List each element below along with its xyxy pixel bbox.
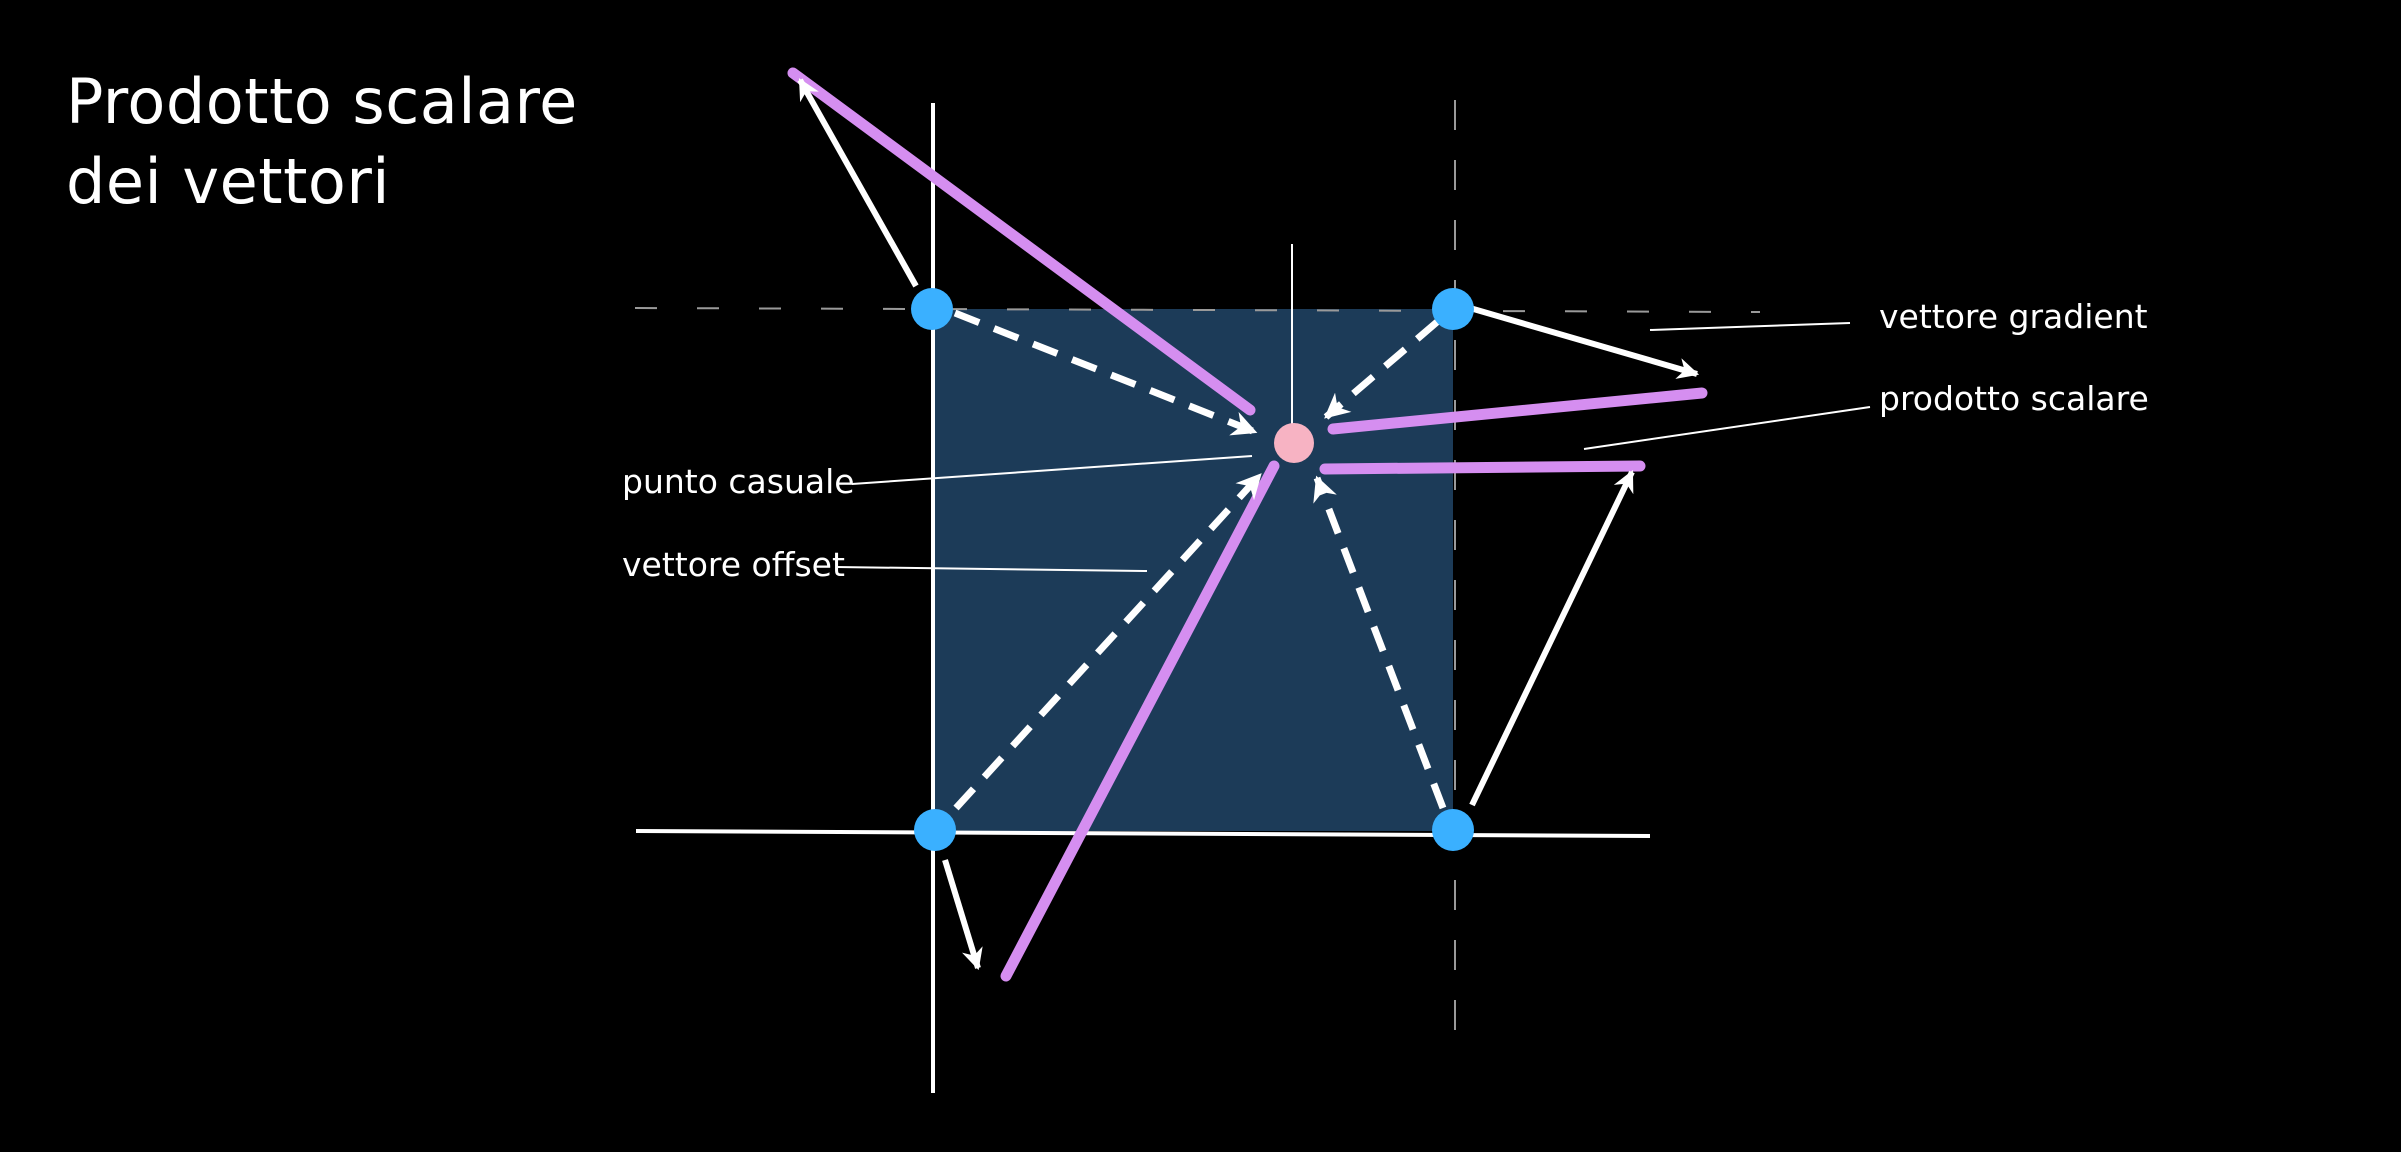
grid-point-bottom-right (1432, 809, 1474, 851)
gradient-vector-bottom-left (942, 859, 983, 971)
dot-product-line-top-left (787, 67, 1256, 416)
offset-vector-top-right (1323, 319, 1440, 420)
dot-product-line-top-right (1327, 387, 1708, 435)
leader-line-gradient (1649, 322, 1851, 331)
title-line-2: dei vettori (66, 145, 391, 218)
leader-line-random-point (851, 455, 1253, 485)
dot-product-line-bottom-left (1000, 460, 1280, 982)
grid-point-top-left (911, 288, 953, 330)
offset-vector-bottom-left (953, 472, 1263, 811)
grid-line-top (634, 307, 1761, 313)
grid-point-top-right (1432, 288, 1474, 330)
label-offset-vector: vettore offset (622, 545, 845, 584)
offset-vector-bottom-right (1313, 475, 1447, 810)
label-dot-product: prodotto scalare (1879, 379, 2149, 418)
title-line-1: Prodotto scalare (66, 65, 578, 138)
random-point (1274, 423, 1314, 463)
label-random-point: punto casuale (622, 462, 855, 501)
label-gradient-vector: vettore gradient (1879, 297, 2148, 336)
gradient-vector-bottom-right (1469, 470, 1635, 807)
gradient-vector-top-right (1469, 305, 1700, 379)
leader-line-offset (835, 566, 1148, 572)
offset-vector-top-left (953, 309, 1258, 436)
gradient-vector-top-left (797, 78, 919, 288)
grid-point-bottom-left (914, 809, 956, 851)
diagram-title: Prodotto scalare dei vettori (66, 62, 578, 222)
dot-product-line-bottom-right (1319, 460, 1646, 475)
grid-line-bottom (635, 829, 1651, 838)
leader-line-dot-product (1583, 406, 1871, 450)
